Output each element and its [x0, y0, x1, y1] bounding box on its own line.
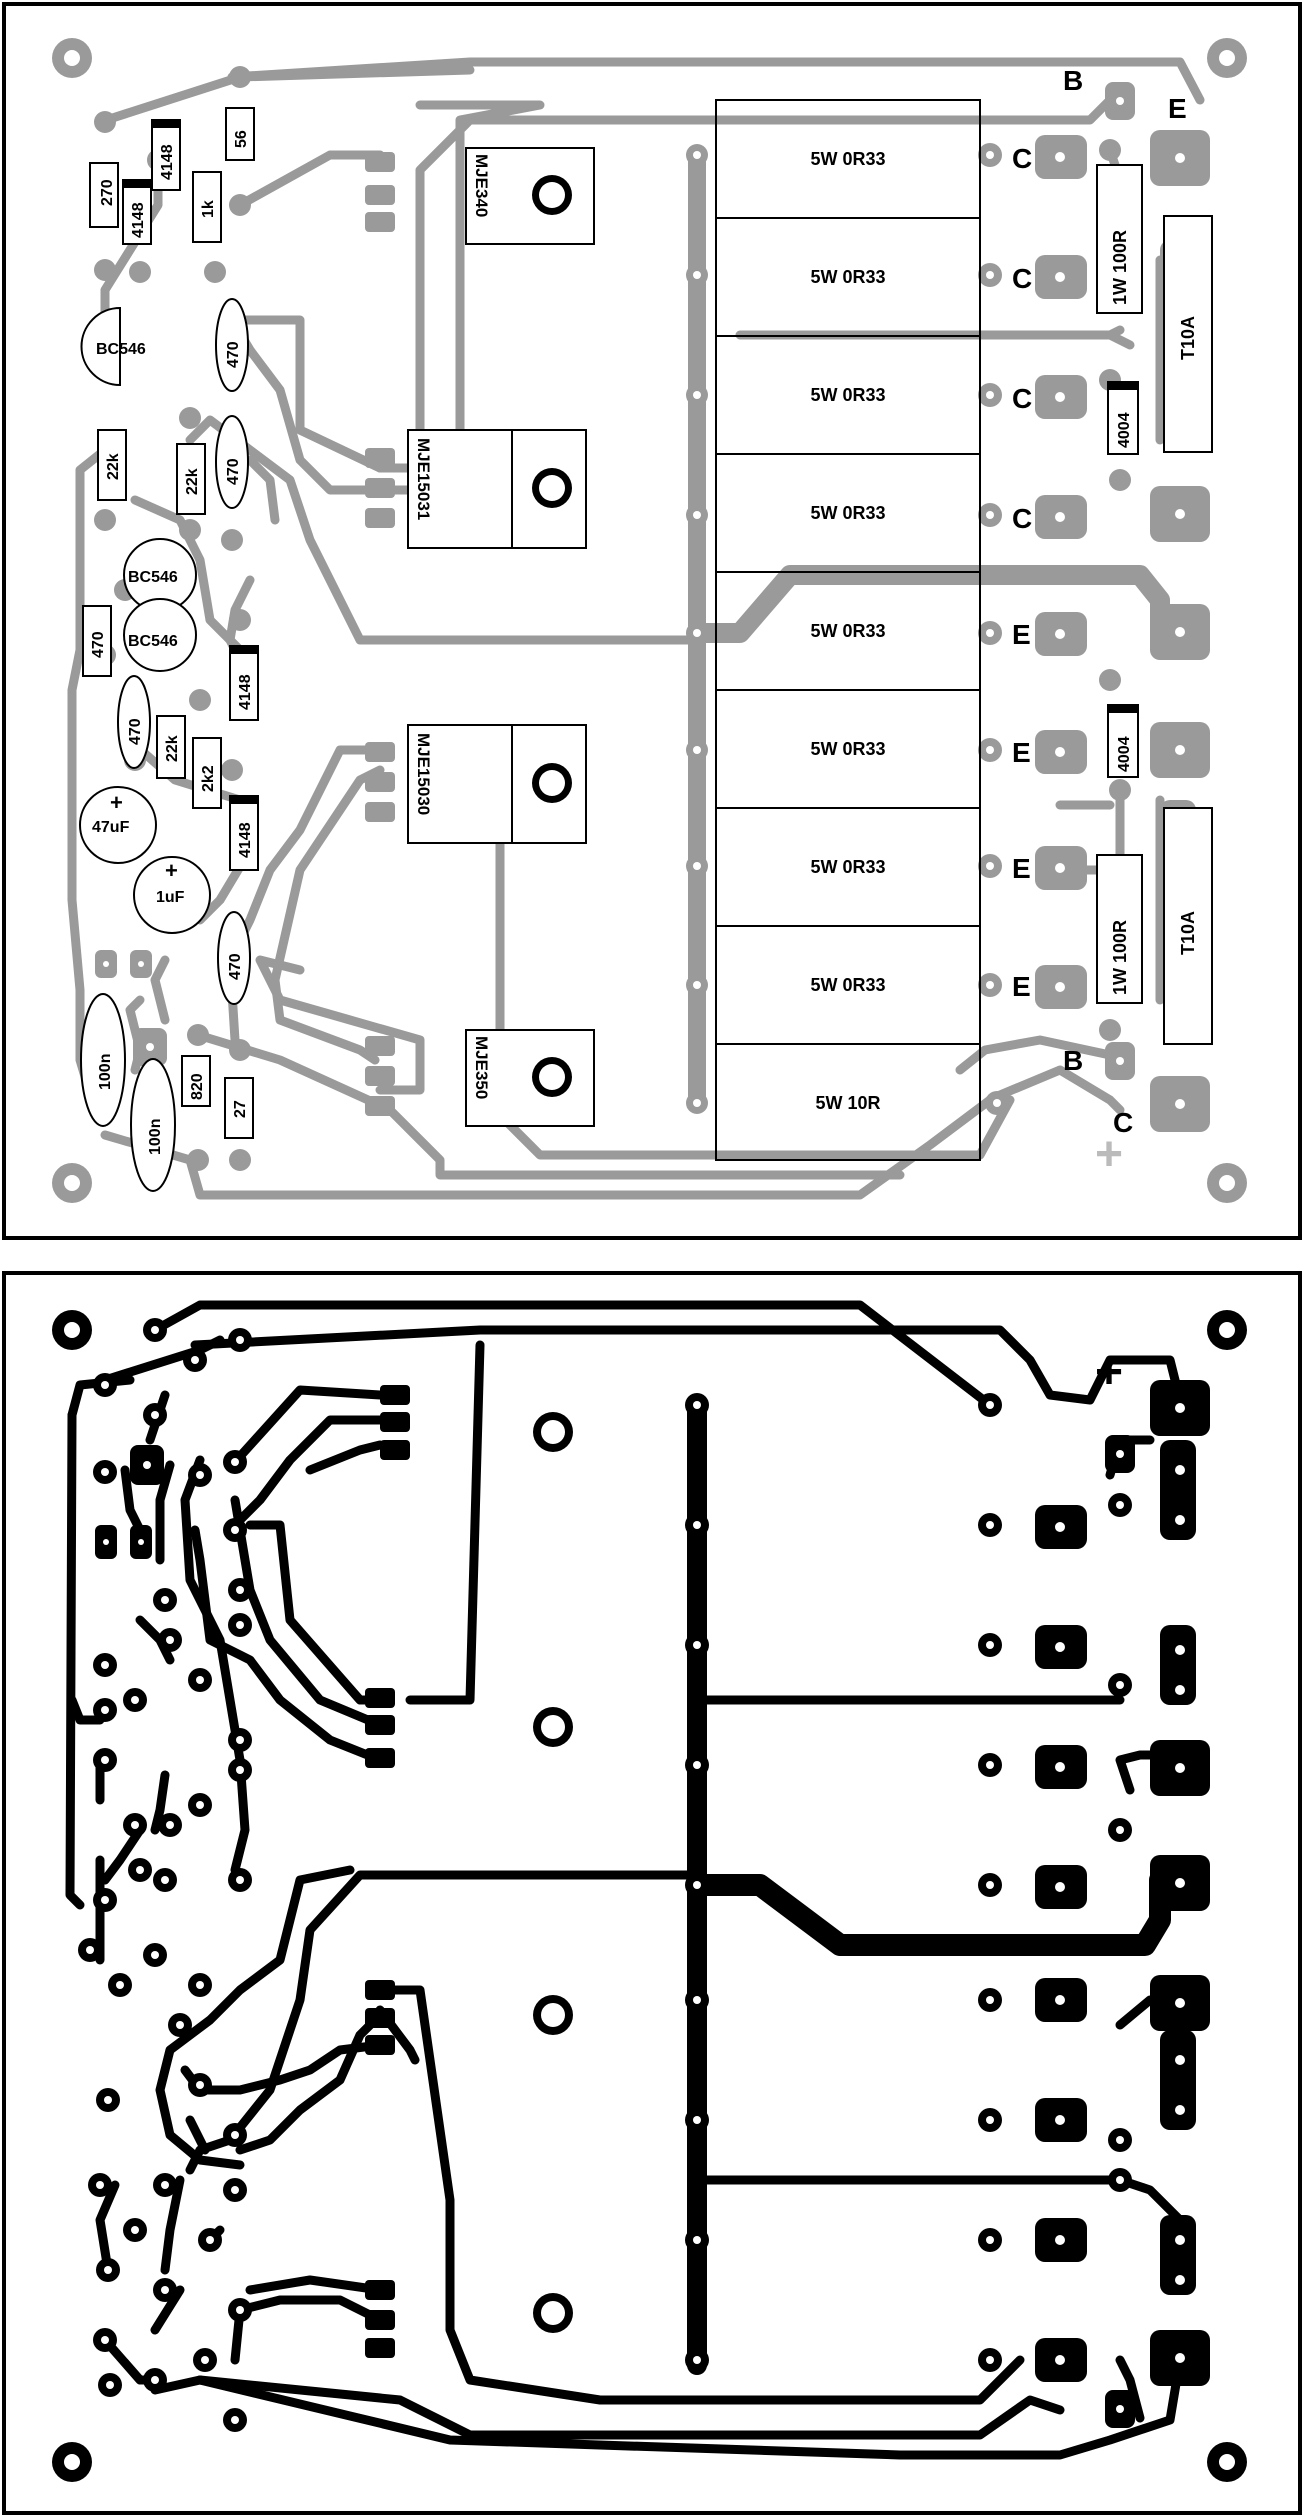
label-22k: 22k — [105, 453, 122, 480]
transistor-labels: MJE340 MJE15031 MJE15030 MJE350 — [414, 154, 491, 1099]
resistor-label: 5W 10R — [815, 1093, 880, 1113]
bottom-pad-holes — [64, 1322, 1235, 2470]
label-470: 470 — [90, 631, 107, 658]
label-4148: 4148 — [130, 202, 147, 238]
label-470: 470 — [227, 953, 244, 980]
label-2k2: 2k2 — [200, 765, 217, 792]
resistor-label: 5W 0R33 — [810, 503, 885, 523]
transistor-label: MJE15031 — [414, 438, 433, 520]
label-4148: 4148 — [237, 674, 254, 710]
pin-letters: B E C C C C E E E E B C — [1012, 65, 1187, 1138]
label-56: 56 — [233, 130, 250, 148]
label-270: 270 — [99, 179, 116, 206]
resistor-label: 5W 0R33 — [810, 385, 885, 405]
label-4148: 4148 — [237, 822, 254, 858]
label-4004: 4004 — [1116, 736, 1133, 772]
label-22k: 22k — [164, 735, 181, 762]
resistor-label: 5W 0R33 — [810, 975, 885, 995]
label-1w100r: 1W 100R — [1110, 920, 1130, 995]
label-100n: 100n — [97, 1054, 114, 1090]
label-t10a: T10A — [1178, 911, 1198, 955]
pin-letter: B — [1063, 65, 1083, 96]
power-resistor-block — [715, 99, 981, 1161]
label-470: 470 — [127, 718, 144, 745]
resistor-label: 5W 0R33 — [810, 739, 885, 759]
pin-letter: E — [1012, 737, 1031, 768]
pin-letter: E — [1012, 971, 1031, 1002]
label-bc546: BC546 — [128, 569, 178, 586]
resistor-label: 5W 0R33 — [810, 621, 885, 641]
pin-letter: E — [1012, 619, 1031, 650]
transistor-label: MJE340 — [472, 154, 491, 217]
label-4148: 4148 — [159, 144, 176, 180]
label-47uF: 47uF — [92, 819, 130, 836]
label-t10a: T10A — [1178, 316, 1198, 360]
pin-letter: C — [1012, 503, 1032, 534]
plus-mark: + — [1095, 1346, 1123, 1399]
resistor-label: 5W 0R33 — [810, 857, 885, 877]
label-bc546: BC546 — [128, 633, 178, 650]
label-1k: 1k — [200, 200, 217, 218]
pin-letter: E — [1168, 93, 1187, 124]
label-bc546: BC546 — [96, 341, 146, 358]
pin-letter: C — [1012, 263, 1032, 294]
pin-letter: E — [1012, 853, 1031, 884]
pin-letter: C — [1012, 383, 1032, 414]
label-22k: 22k — [184, 468, 201, 495]
top-pad-holes — [64, 50, 1235, 1191]
cap-plus: + — [165, 858, 178, 883]
diode-bands — [123, 120, 1138, 804]
component-labels: 270 4148 4148 56 1k 470 470 22k 22k 470 … — [90, 130, 1198, 1155]
small-components — [79, 107, 1213, 1192]
resistor-label: 5W 0R33 — [810, 149, 885, 169]
label-470: 470 — [225, 458, 242, 485]
bottom-board: + — [2, 1271, 1302, 2515]
top-board: 5W 0R33 5W 0R33 5W 0R33 5W 0R33 5W 0R33 … — [2, 2, 1302, 1240]
transistor-outlines — [407, 147, 595, 1127]
label-1uF: 1uF — [156, 889, 185, 906]
label-100n: 100n — [147, 1119, 164, 1155]
cap-plus: + — [110, 790, 123, 815]
transistor-label: MJE350 — [472, 1036, 491, 1099]
resistor-label: 5W 0R33 — [810, 267, 885, 287]
pin-letter: C — [1113, 1107, 1133, 1138]
label-4004: 4004 — [1116, 412, 1133, 448]
label-1w100r: 1W 100R — [1110, 230, 1130, 305]
label-27: 27 — [232, 1100, 249, 1118]
pin-letter: B — [1063, 1045, 1083, 1076]
transistor-label: MJE15030 — [414, 733, 433, 815]
label-820: 820 — [189, 1073, 206, 1100]
top-pads — [52, 38, 1247, 1203]
power-resistor-labels: 5W 0R33 5W 0R33 5W 0R33 5W 0R33 5W 0R33 … — [810, 149, 885, 1113]
pin-letter: C — [1012, 143, 1032, 174]
label-470: 470 — [225, 341, 242, 368]
plus-mark: + — [1095, 1128, 1123, 1181]
